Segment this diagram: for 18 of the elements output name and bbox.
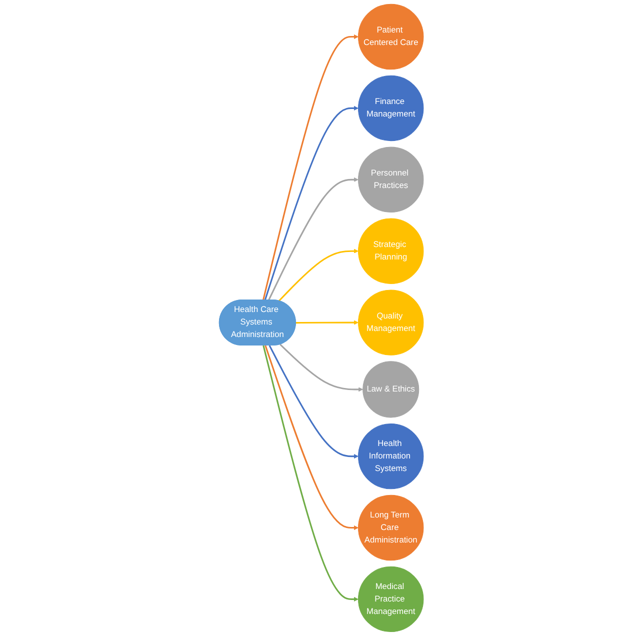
node-circle: Personnel Practices bbox=[358, 146, 424, 213]
node-circle: Finance Management bbox=[358, 75, 424, 142]
arrow bbox=[268, 177, 359, 300]
arrow bbox=[278, 248, 359, 302]
arrow bbox=[264, 345, 359, 530]
arrow bbox=[296, 320, 359, 325]
node-circle: Health Information Systems bbox=[358, 423, 424, 490]
node-circle: Law & Ethics bbox=[362, 361, 420, 418]
node-circle: Long Term Care Administration bbox=[358, 494, 424, 561]
arrow bbox=[280, 344, 364, 392]
node-circle: Strategic Planning bbox=[358, 218, 424, 284]
arrow bbox=[268, 345, 359, 459]
node-circle: Quality Management bbox=[358, 290, 424, 356]
arrow bbox=[262, 345, 359, 602]
node-circle: Medical Practice Management bbox=[358, 566, 424, 632]
node-circle: Patient Centered Care bbox=[358, 4, 424, 70]
arrow bbox=[264, 106, 359, 300]
arrow bbox=[262, 34, 359, 300]
